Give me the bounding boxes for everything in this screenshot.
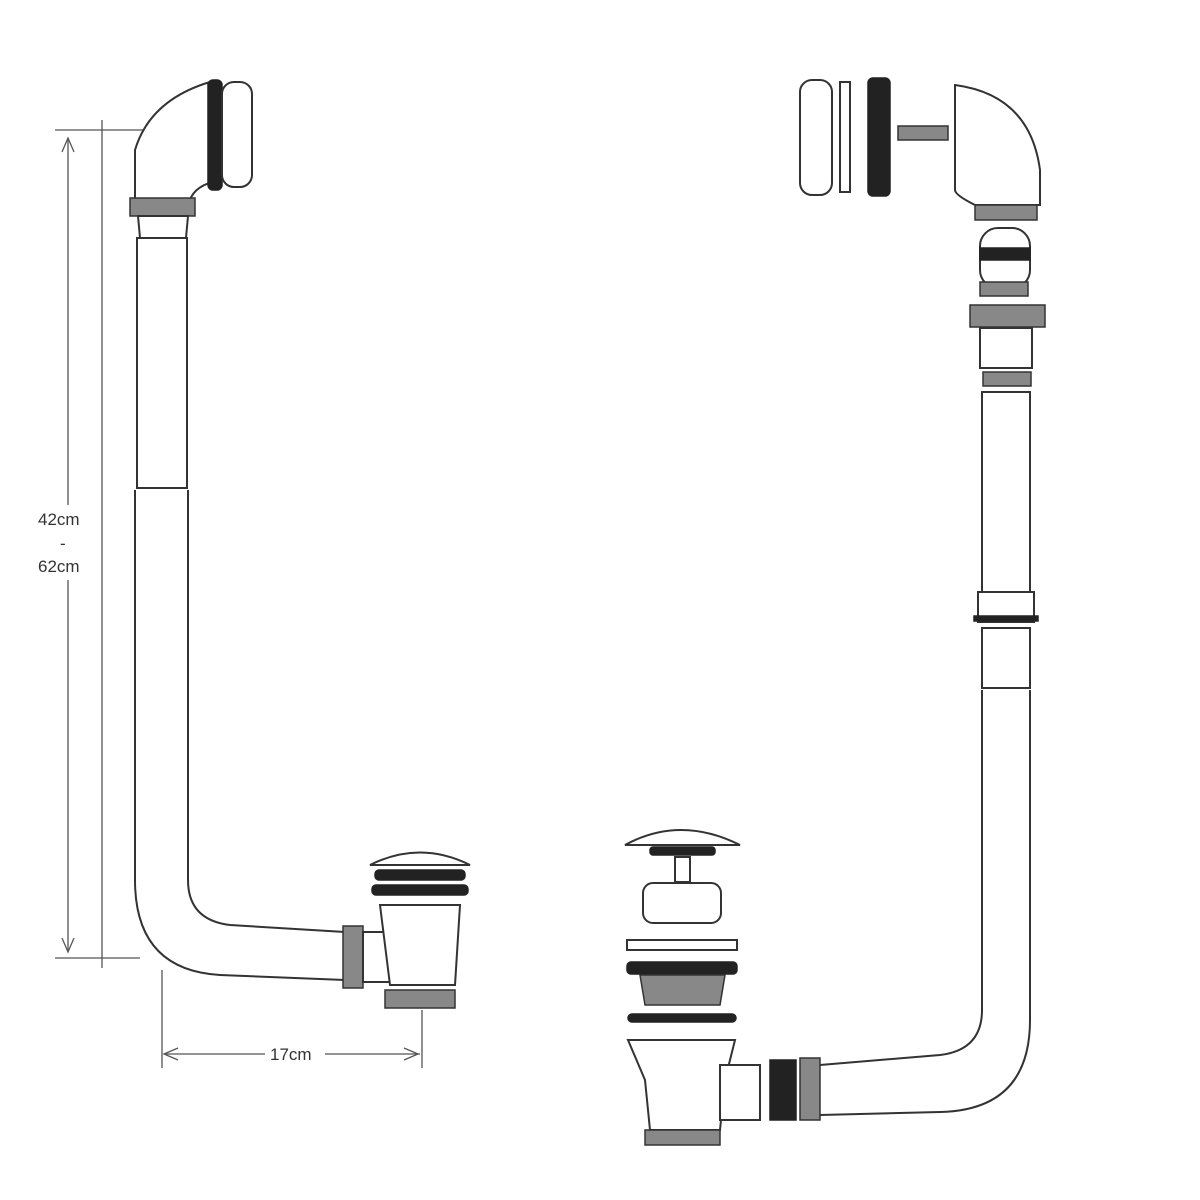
assembled-bath-waste [129,79,471,1009]
width-label: 17cm [270,1045,312,1064]
exploded-overflow-pipe [769,77,1046,1121]
exploded-plug-parts [624,829,761,1146]
height-separator: - [60,534,66,553]
width-dimension [161,970,423,1068]
height-dimension [55,120,148,968]
height-min-label: 42cm [38,510,80,529]
height-max-label: 62cm [38,557,80,576]
